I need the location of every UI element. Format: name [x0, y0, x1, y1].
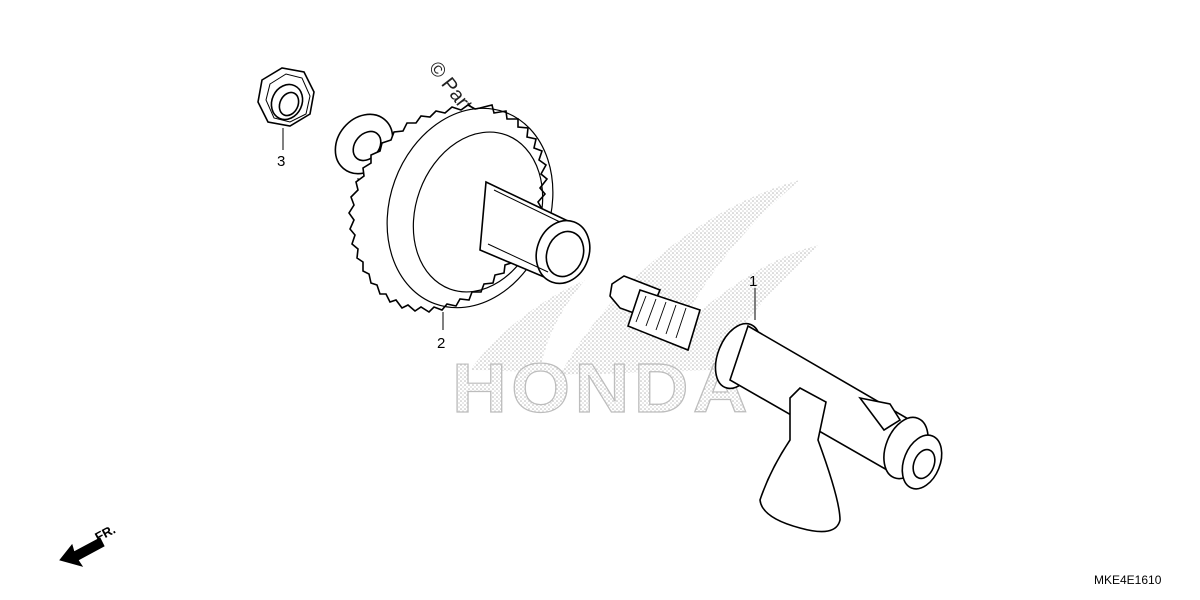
front-direction-arrow [59, 537, 105, 567]
part-3-nut[interactable] [257, 67, 315, 127]
diagram-code: MKE4E1610 [1094, 573, 1162, 587]
callout-1[interactable]: 1 [749, 273, 757, 290]
honda-brand-watermark: HONDA [452, 349, 752, 427]
part-2-gear[interactable] [348, 85, 598, 331]
callout-3[interactable]: 3 [277, 153, 285, 170]
part-1-shaft[interactable] [609, 275, 949, 533]
callout-2[interactable]: 2 [437, 335, 445, 352]
